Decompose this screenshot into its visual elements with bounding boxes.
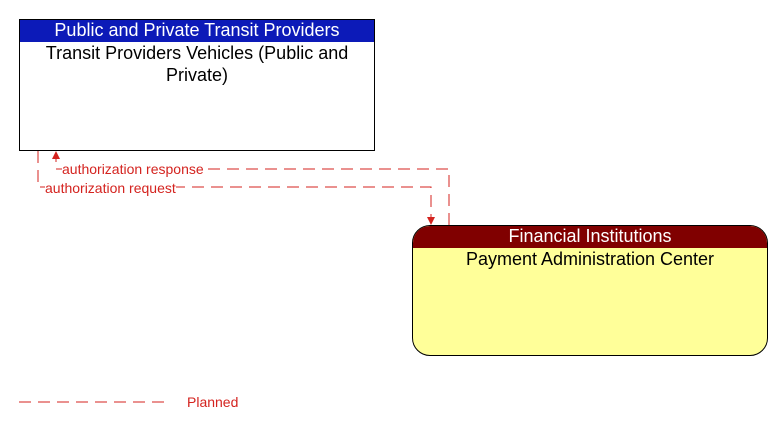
flow-line-authorization-response (55, 153, 450, 225)
flow-line-authorization-request (37, 151, 432, 223)
node-category-header: Financial Institutions (413, 226, 767, 248)
legend-planned-label: Planned (187, 394, 239, 410)
node-payment-administration-center[interactable]: Financial Institutions Payment Administr… (412, 225, 768, 356)
node-transit-providers-vehicles[interactable]: Public and Private Transit Providers Tra… (19, 19, 375, 151)
arrowhead-authorization-response (52, 151, 60, 159)
node-title: Payment Administration Center (465, 249, 715, 269)
node-category-header: Public and Private Transit Providers (20, 20, 374, 42)
flow-label-authorization-response: authorization response (62, 161, 204, 177)
flow-label-authorization-request: authorization request (45, 180, 176, 196)
node-title: Transit Providers Vehicles (Public and P… (45, 43, 349, 85)
arrowhead-authorization-request (427, 217, 435, 225)
